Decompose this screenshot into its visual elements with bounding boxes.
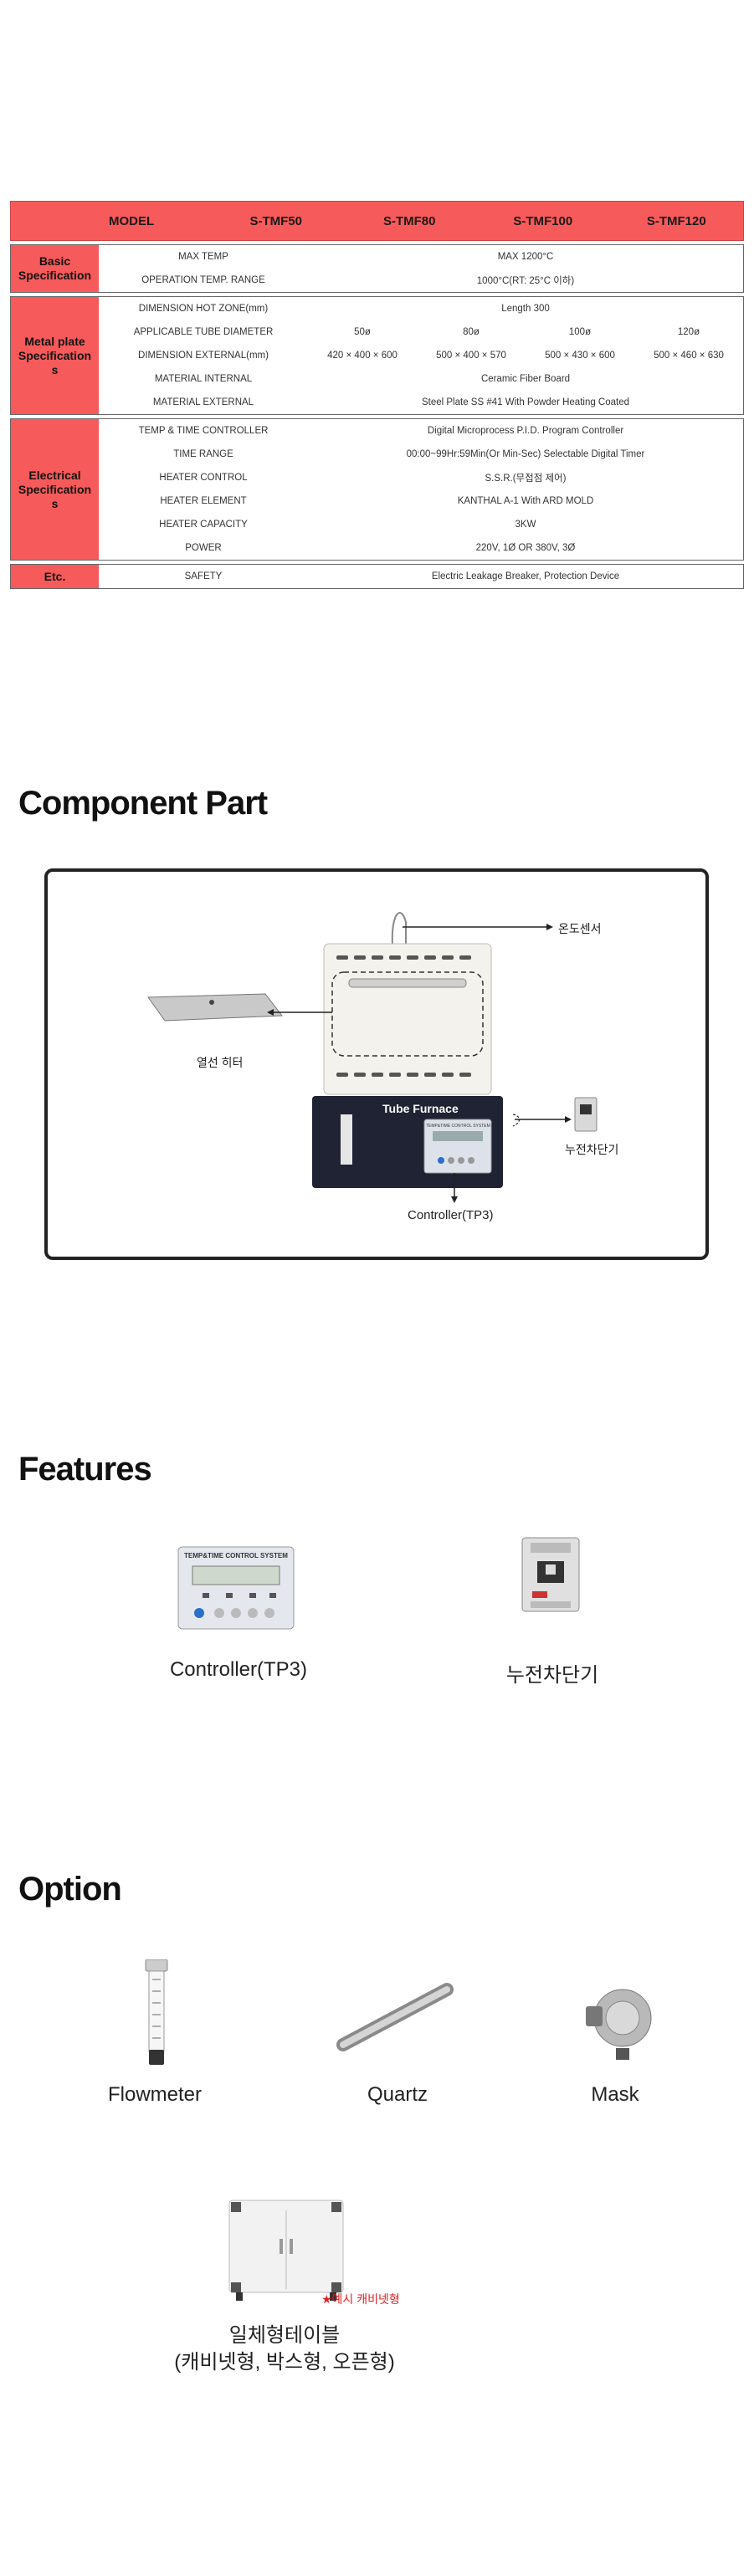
label-heater: 열선 히터 xyxy=(197,1056,244,1069)
table-row: TEMP & TIME CONTROLLER Digital Microproc… xyxy=(138,426,624,436)
flowmeter-image xyxy=(145,1959,168,2065)
tube-furnace-label: Tube Furnace xyxy=(382,1102,459,1115)
table-row: HEATER CAPACITY 3KW xyxy=(159,520,536,530)
spec-header-row: MODEL S-TMF50 S-TMF80 S-TMF100 S-TMF120 xyxy=(10,201,744,241)
table-row: HEATER ELEMENT KANTHAL A-1 With ARD MOLD xyxy=(160,496,594,506)
feature-caption: Controller(TP3) xyxy=(169,1658,308,1681)
component-diagram: Tube Furnace TEMP&TIME CONTROL SYSTEM 온도… xyxy=(44,868,709,1260)
spec-group-basic: Basic Specification MAX TEMP MAX 1200°C … xyxy=(10,244,744,293)
option-caption: Flowmeter xyxy=(107,2083,203,2106)
option-title: Option xyxy=(18,1871,122,1908)
table-example-note: ★예시 캐비넷형 xyxy=(321,2292,400,2306)
option-caption: Mask xyxy=(591,2083,639,2106)
controller-tp3-image: TEMP&TIME CONTROL SYSTEM xyxy=(177,1546,295,1630)
spec-group-metal-plate: Metal plate Specification s DIMENSION HO… xyxy=(10,296,744,415)
table-row: TIME RANGE 00:00~99Hr:59Min(Or Min-Sec) … xyxy=(173,449,645,459)
table-row: MATERIAL INTERNAL Ceramic Fiber Board xyxy=(154,374,571,384)
table-cabinet-image xyxy=(228,2200,344,2301)
group-label: Etc. xyxy=(11,565,99,588)
label-temp-sensor: 온도센서 xyxy=(558,922,602,935)
features-title: Features xyxy=(18,1451,152,1488)
quartz-tube-image xyxy=(336,1983,454,2051)
spec-table: MODEL S-TMF50 S-TMF80 S-TMF100 S-TMF120 … xyxy=(10,201,744,589)
component-part-title: Component Part xyxy=(18,785,268,822)
feature-caption: 누전차단기 xyxy=(505,1664,599,1687)
option-caption: Quartz xyxy=(367,2083,428,2106)
tube-furnace-illustration: Tube Furnace TEMP&TIME CONTROL SYSTEM xyxy=(147,912,598,1203)
table-row: MAX TEMP MAX 1200°C xyxy=(178,252,554,262)
table-row: SAFETY Electric Leakage Breaker, Protect… xyxy=(184,571,620,581)
table-row: DIMENSION EXTERNAL(mm) 420 × 400 × 600 5… xyxy=(138,351,724,361)
breaker-image xyxy=(521,1537,580,1612)
mask-image xyxy=(586,1989,652,2060)
controller-panel-title: TEMP&TIME CONTROL SYSTEM xyxy=(184,1552,288,1559)
group-label: Electrical Specification s xyxy=(11,419,99,560)
table-row: OPERATION TEMP. RANGE 1000°C(RT: 25°C 이하… xyxy=(141,275,575,286)
model-name: S-TMF80 xyxy=(382,213,436,228)
spec-group-etc: Etc. SAFETY Electric Leakage Breaker, Pr… xyxy=(10,564,744,589)
label-breaker: 누전차단기 xyxy=(565,1143,619,1156)
table-row: MATERIAL EXTERNAL Steel Plate SS #41 Wit… xyxy=(152,397,630,407)
spec-group-electrical: Electrical Specification s TEMP & TIME C… xyxy=(10,418,744,561)
group-label: Basic Specification xyxy=(11,245,99,292)
model-name: S-TMF120 xyxy=(646,213,706,228)
table-row: POWER 220V, 1Ø OR 380V, 3Ø xyxy=(185,543,576,553)
model-header: MODEL xyxy=(109,213,155,228)
controller-panel-title: TEMP&TIME CONTROL SYSTEM xyxy=(426,1124,490,1129)
table-row: DIMENSION HOT ZONE(mm) Length 300 xyxy=(138,304,550,314)
table-row: APPLICABLE TUBE DIAMETER 50ø 80ø 100ø 12… xyxy=(133,327,700,337)
option-caption-table: 일체형테이블 (캐비넷형, 박스형, 오픈형) xyxy=(174,2324,395,2374)
model-name: S-TMF100 xyxy=(513,213,573,228)
label-controller: Controller(TP3) xyxy=(408,1208,494,1222)
table-row: HEATER CONTROL S.S.R.(무접점 제어) xyxy=(159,473,567,484)
model-name: S-TMF50 xyxy=(249,213,302,228)
group-label: Metal plate Specification s xyxy=(11,297,99,414)
